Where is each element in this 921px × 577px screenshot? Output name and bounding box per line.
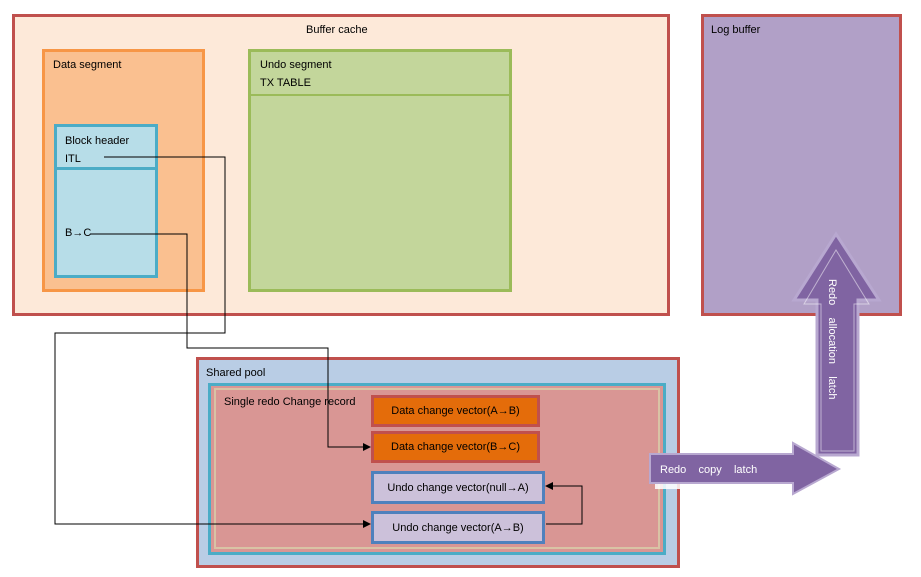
redo-allocation-latch-arrow: Redo allocation latch — [791, 231, 882, 457]
redo-copy-latch-label: Redo copy latch — [660, 464, 757, 476]
undo-change-vector-a-b: Undo change vector(A→B) — [371, 511, 545, 544]
itl-to-undo-vector-connector — [54, 156, 371, 528]
log-buffer-box — [701, 14, 902, 316]
redo-copy-latch-arrow: Redo copy latch — [649, 441, 844, 500]
row-change-label: B→C — [65, 227, 92, 239]
undo-segment-divider — [249, 94, 511, 96]
data-segment-title: Data segment — [53, 59, 122, 71]
data-change-vector-b-c: Data change vector(B→C) — [371, 431, 540, 463]
tx-table-label: TX TABLE — [260, 77, 311, 89]
block-header-label: Block header — [65, 135, 130, 147]
change-record-title: Single redo Change record — [224, 396, 356, 408]
shared-pool-title: Shared pool — [206, 367, 266, 379]
redo-allocation-latch-label: Redo allocation latch — [826, 279, 838, 399]
log-buffer-title: Log buffer — [711, 24, 761, 36]
undo-segment-box — [248, 49, 512, 292]
undo-change-vector-null-a: Undo change vector(null→A) — [371, 471, 545, 504]
undo-segment-title: Undo segment — [260, 59, 332, 71]
buffer-cache-title: Buffer cache — [306, 24, 368, 36]
data-block — [54, 124, 158, 278]
block-divider — [56, 167, 156, 170]
data-change-vector-a-b: Data change vector(A→B) — [371, 395, 540, 427]
row-to-data-vector-connector — [90, 233, 371, 451]
itl-label: ITL — [65, 153, 81, 165]
undo-vector-link-connector — [545, 482, 583, 525]
